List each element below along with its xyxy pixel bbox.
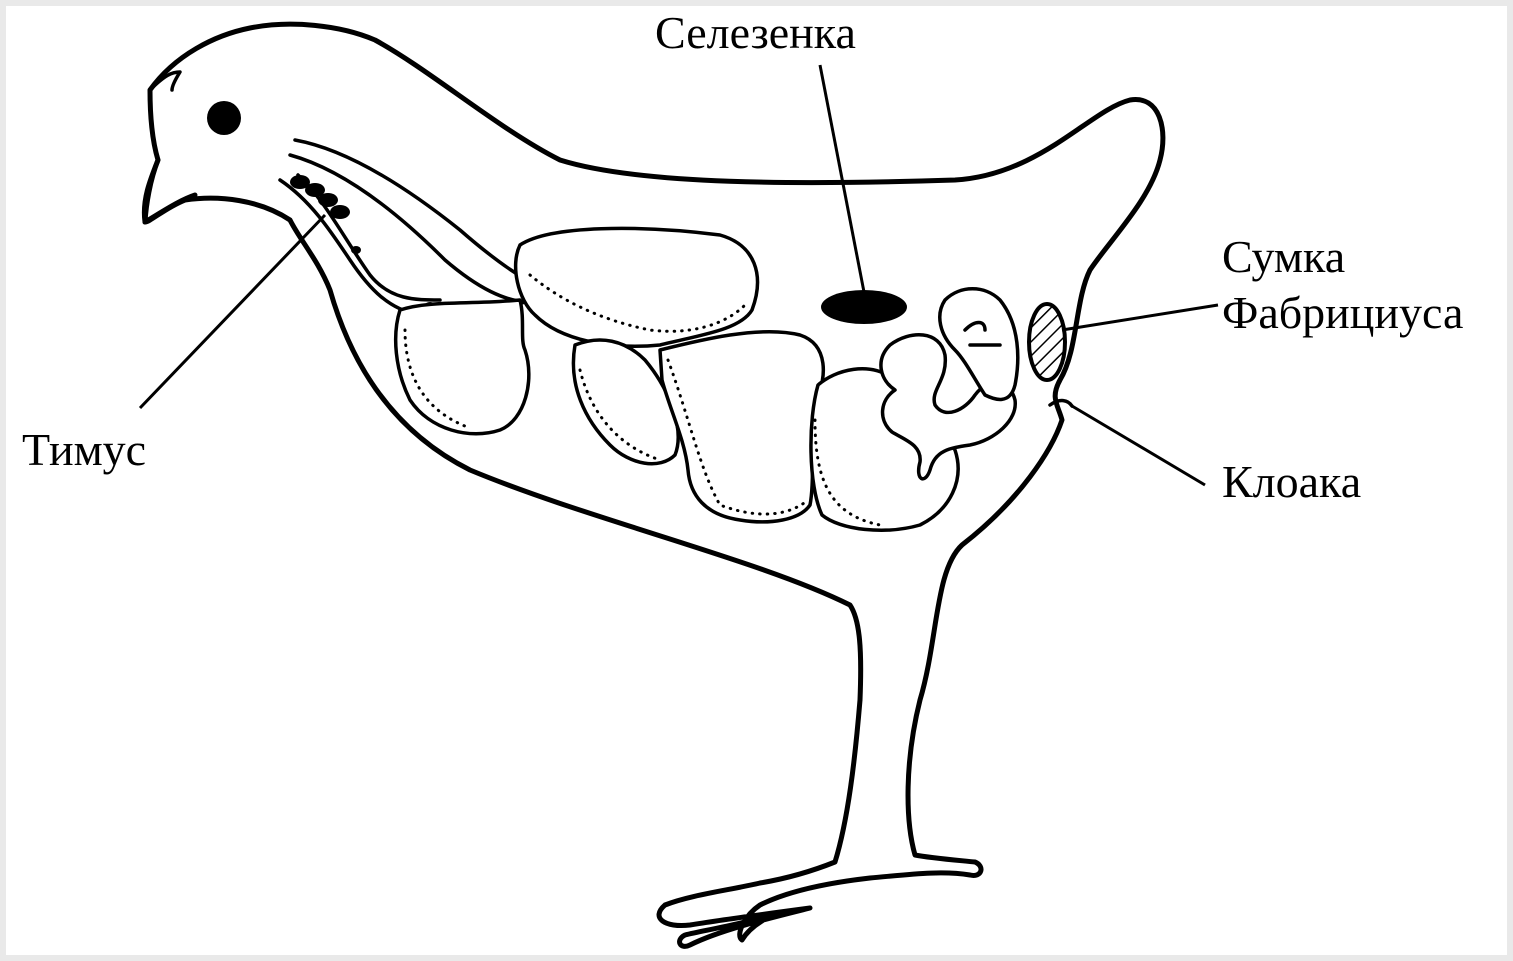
bursa-label-line1: Сумка (1222, 231, 1345, 282)
chicken-anatomy-diagram: Селезенка Сумка Фабрициуса Тимус Клоака (6, 6, 1507, 955)
spleen-leader (820, 65, 864, 292)
liver-lobe-lower (396, 300, 529, 434)
cloaca-opening (1050, 401, 1072, 406)
bursa-icon (1029, 304, 1065, 380)
diagram-canvas: Селезенка Сумка Фабрициуса Тимус Клоака (6, 6, 1507, 955)
thymus-leader (140, 215, 325, 408)
cloaca-leader (1072, 406, 1205, 485)
chicken-body-outline (144, 24, 1163, 946)
bursa-leader (1062, 305, 1218, 330)
liver-lobe-upper (516, 228, 758, 346)
thymus-label: Тимус (22, 424, 146, 475)
cloaca-label: Клоака (1222, 456, 1361, 507)
intestine-block (660, 332, 823, 522)
eye (207, 101, 241, 135)
bursa-label-line2: Фабрициуса (1222, 287, 1463, 338)
spleen-icon (821, 290, 907, 324)
spleen-label: Селезенка (655, 7, 856, 58)
beak (145, 160, 195, 222)
